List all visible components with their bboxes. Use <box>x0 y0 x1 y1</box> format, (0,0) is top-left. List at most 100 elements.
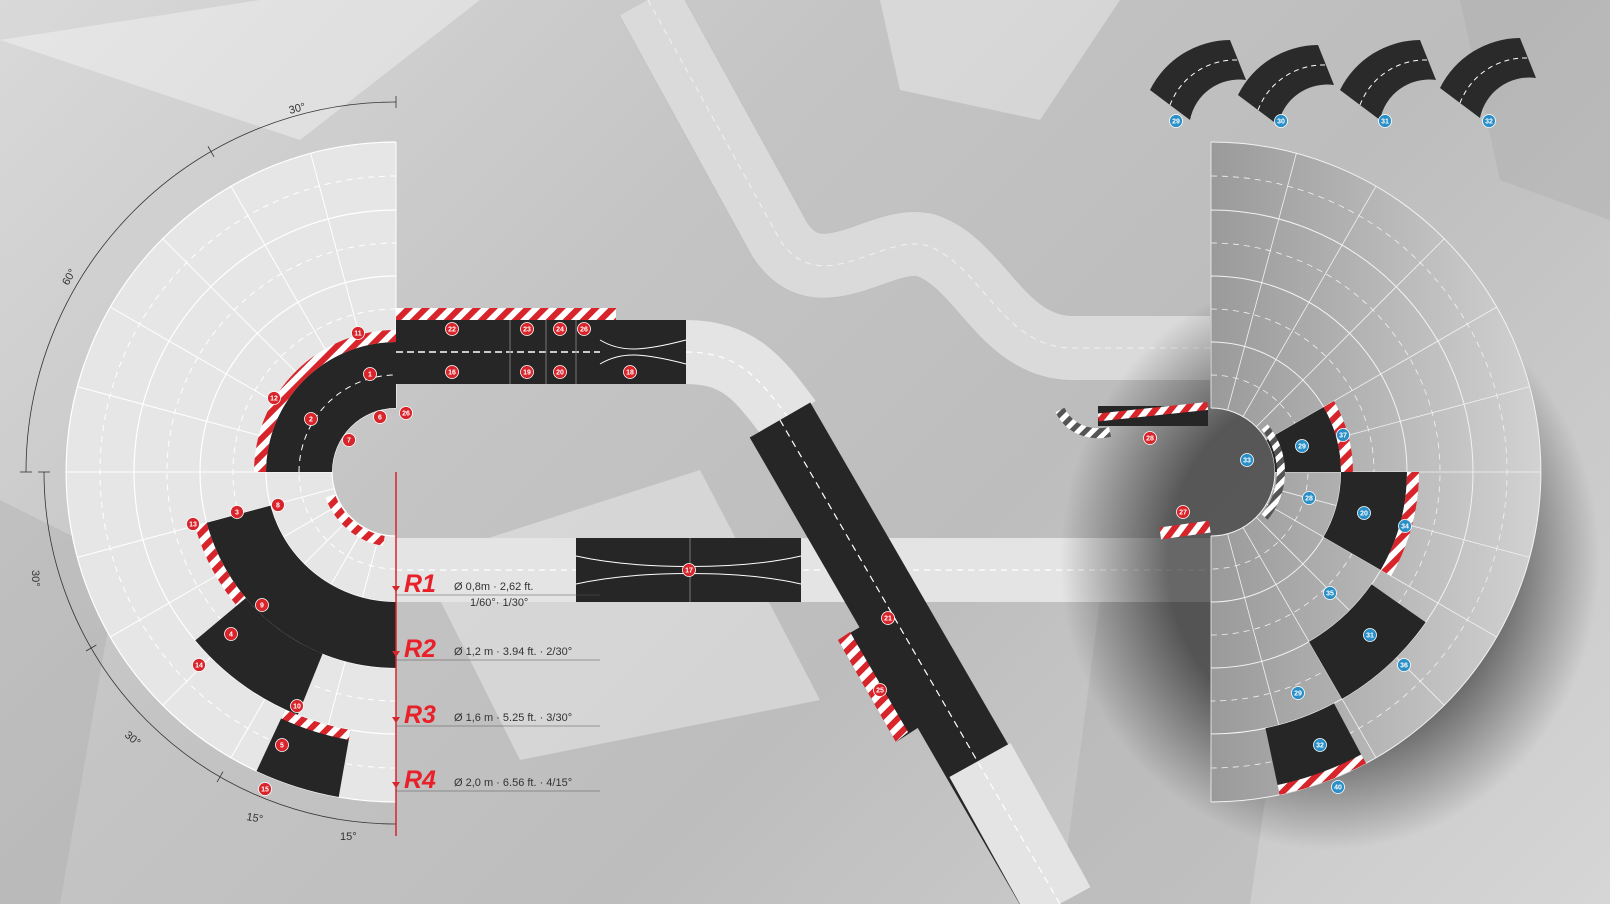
blue-badge <box>1302 491 1316 505</box>
red-badge-label: 26 <box>402 411 410 418</box>
blue-badge-label: 20 <box>1360 511 1368 518</box>
piece-surface <box>1238 45 1334 125</box>
radius-label-r2: R2 <box>404 635 436 663</box>
dark-curve-r3 <box>1309 584 1426 699</box>
red-badge <box>399 406 413 420</box>
track-piece-3 <box>1340 40 1436 120</box>
dark-curve-r2 <box>1323 472 1407 570</box>
red-badge-label: 20 <box>556 370 564 377</box>
measure-tick <box>216 771 224 783</box>
red-badge-label: 16 <box>448 370 456 377</box>
measure-arc-bottom <box>43 471 397 825</box>
kerb-r4 <box>281 709 351 740</box>
track-piece-4 <box>1440 38 1536 118</box>
kerb-mid <box>195 522 258 620</box>
blue-badge-label: 29 <box>1172 119 1180 126</box>
radius-arrow <box>392 782 400 788</box>
measure-tick <box>85 644 97 652</box>
angle-label: 15° <box>340 831 357 843</box>
blue-badge <box>1397 658 1411 672</box>
red-badge <box>351 326 365 340</box>
red-badge-label: 18 <box>626 370 634 377</box>
red-badge-label: 1 <box>368 372 372 379</box>
red-badge <box>682 563 696 577</box>
measure-arc-top <box>25 101 397 473</box>
radius-arrow <box>392 586 400 592</box>
segment-divider <box>1266 503 1497 638</box>
radius-label-r4: R4 <box>404 766 436 794</box>
left-curve-fan <box>65 141 397 803</box>
red-badge <box>267 391 281 405</box>
segment-divider <box>1227 153 1297 411</box>
top-dark-straight <box>396 308 687 384</box>
red-badge <box>623 365 637 379</box>
blue-badge <box>1363 628 1377 642</box>
red-badge <box>275 738 289 752</box>
blue-badge-label: 32 <box>1316 743 1324 750</box>
red-badge-label: 27 <box>1179 510 1187 517</box>
inner-kerb <box>325 494 385 546</box>
piece-lane <box>1359 59 1429 106</box>
blue-badge <box>1291 686 1305 700</box>
red-badge-label: 4 <box>229 632 233 639</box>
red-badge <box>520 365 534 379</box>
red-badge <box>520 322 534 336</box>
blue-badge <box>1295 439 1309 453</box>
red-badge <box>290 699 304 713</box>
red-badge-label: 2 <box>309 417 313 424</box>
red-badge-label: 26 <box>580 327 588 334</box>
red-badge <box>881 611 895 625</box>
radius-info: Ø 2,0 m · 6.56 ft. · 4/15° <box>454 777 572 789</box>
red-badge-label: 11 <box>354 331 362 338</box>
red-badge-label: 14 <box>195 663 203 670</box>
piece-surface <box>1440 38 1536 118</box>
red-badge <box>192 658 206 672</box>
radius-label-r3: R3 <box>404 701 436 729</box>
red-badge <box>186 517 200 531</box>
red-badge <box>258 782 272 796</box>
blue-badge <box>1378 114 1392 128</box>
inner-kerb <box>1261 424 1285 520</box>
blue-badge <box>1240 453 1254 467</box>
red-badge-label: 19 <box>523 370 531 377</box>
red-badge-label: 28 <box>1146 436 1154 443</box>
piece-surface <box>1150 40 1246 120</box>
red-badge <box>553 365 567 379</box>
top-right-light-curve <box>684 320 816 440</box>
red-badge-label: 13 <box>189 522 197 529</box>
segment-divider <box>1242 186 1377 417</box>
kerb-r4 <box>1277 754 1366 795</box>
red-badge-label: 8 <box>276 503 280 510</box>
radius-info: Ø 1,6 m · 5.25 ft. · 3/30° <box>454 712 572 724</box>
dark-curve-r3 <box>195 597 323 715</box>
blue-badge-label: 34 <box>1401 524 1409 531</box>
red-badge <box>230 505 244 519</box>
blue-badge-label: 32 <box>1485 119 1493 126</box>
blue-badge-label: 29 <box>1298 444 1306 451</box>
blue-badge-label: 35 <box>1326 591 1334 598</box>
red-badge <box>445 365 459 379</box>
red-badge-label: 9 <box>260 603 264 610</box>
blue-badge <box>1357 506 1371 520</box>
red-badge <box>224 627 238 641</box>
red-badge <box>445 322 459 336</box>
red-badge-label: 6 <box>378 415 382 422</box>
blue-badge <box>1313 738 1327 752</box>
track-piece-1 <box>1150 40 1246 120</box>
red-badge <box>1143 431 1157 445</box>
blue-badge <box>1336 428 1350 442</box>
blue-badge-label: 30 <box>1277 119 1285 126</box>
angle-label: 60° <box>60 267 79 287</box>
piece-lane <box>1459 57 1529 104</box>
segment-divider <box>1255 238 1445 428</box>
lane-dash <box>1210 374 1309 570</box>
red-badge <box>342 433 356 447</box>
lane-boundary <box>1210 407 1276 537</box>
red-badge-label: 17 <box>685 568 693 575</box>
radius-arrow <box>392 651 400 657</box>
red-badge-label: 21 <box>884 616 892 623</box>
red-badge-label: 24 <box>556 327 564 334</box>
red-badge <box>553 322 567 336</box>
red-badge <box>577 322 591 336</box>
